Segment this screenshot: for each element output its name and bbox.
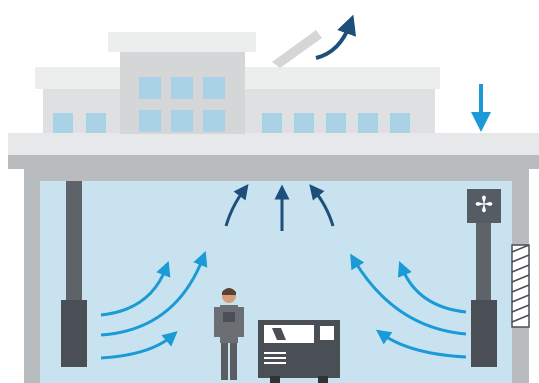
- wall-fan: ✢: [467, 189, 501, 223]
- technician: [214, 288, 244, 380]
- warm-air-flows-left: [100, 251, 208, 360]
- roof-windows: [53, 77, 410, 133]
- right-duct: [471, 223, 497, 367]
- air-compressor: [258, 320, 340, 383]
- exhaust-air-arrow: [315, 14, 357, 60]
- extraction-duct: [61, 181, 87, 367]
- building-roof-structure: [8, 30, 539, 169]
- warm-air-flows-right: [350, 253, 467, 359]
- fan-icon: ✢: [474, 193, 494, 218]
- rising-air-flows: [224, 183, 335, 231]
- ventilation-grille: [511, 244, 530, 328]
